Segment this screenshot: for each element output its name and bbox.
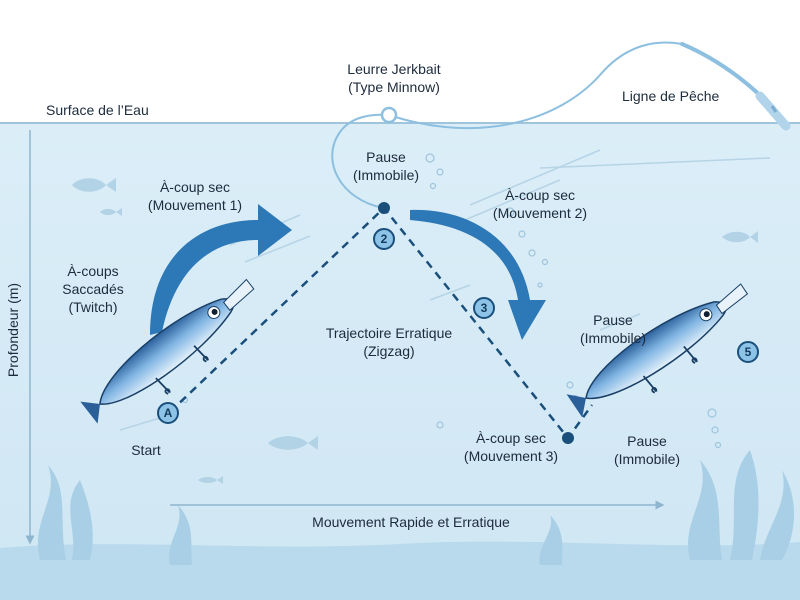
pause-low-label: Pause (Immobile): [614, 432, 680, 468]
jerkbait-lure-right: [566, 283, 749, 418]
jerk-1-line-1: À-coup sec: [159, 179, 231, 195]
jerk-arrow-2: [410, 209, 546, 340]
lure-type-label: Leurre Jerkbait (Type Minnow): [347, 60, 440, 96]
pause-right-label: Pause (Immobile): [580, 311, 646, 347]
jerk-3-line-1: À-coup sec: [475, 430, 547, 446]
jerk-3-line-2: (Mouvement 3): [463, 448, 559, 464]
pause-low-line-1: Pause: [627, 433, 667, 449]
jerk-1-line-2: (Mouvement 1): [147, 197, 243, 213]
seaweed: [37, 450, 795, 565]
fishing-line-label: Ligne de Pêche: [622, 88, 720, 104]
pause-top-line-2: (Immobile): [352, 167, 420, 183]
jerk-arrow-1: [150, 204, 292, 335]
trajectory-line-2: (Zigzag): [363, 343, 415, 359]
pause-top-line-1: Pause: [366, 149, 406, 165]
lure-type-line-2: (Type Minnow): [348, 79, 440, 95]
fishing-line: [331, 41, 683, 209]
jerk-2-line-2: (Mouvement 2): [492, 205, 588, 221]
depth-axis-label: Profondeur (m): [5, 282, 21, 378]
jerkbait-lure-left: [80, 278, 255, 424]
water-surface-label: Surface de l’Eau: [46, 102, 149, 118]
jerk-2-line-1: À-coup sec: [504, 187, 576, 203]
trajectory-label: Trajectoire Erratique (Zigzag): [326, 324, 452, 360]
marker-5: 5: [737, 341, 759, 363]
marker-3: 3: [473, 297, 495, 319]
pause-right-line-1: Pause: [593, 312, 633, 328]
twitch-line-2: Saccadés: [62, 281, 124, 297]
lure-type-line-1: Leurre Jerkbait: [347, 61, 441, 77]
pause-top-label: Pause (Immobile): [353, 148, 419, 184]
jerk-1-label: À-coup sec (Mouvement 1): [148, 178, 242, 214]
twitch-line-1: À-coups: [67, 263, 119, 279]
start-label: Start: [131, 442, 161, 458]
trajectory-low-point: [562, 432, 574, 444]
jerk-3-label: À-coup sec (Mouvement 3): [464, 429, 558, 465]
jerk-2-label: À-coup sec (Mouvement 2): [493, 186, 587, 222]
trajectory-line-1: Trajectoire Erratique: [325, 325, 453, 341]
background-fish: [72, 178, 758, 484]
trajectory-peak-point: [378, 202, 390, 214]
bottom-axis-label: Mouvement Rapide et Erratique: [312, 514, 510, 530]
erratic-trajectory-path: [169, 206, 594, 441]
pause-right-line-2: (Immobile): [579, 330, 647, 346]
marker-a: A: [157, 402, 179, 424]
fishing-rod: [680, 42, 791, 131]
bubbles: [181, 153, 722, 449]
pause-low-line-2: (Immobile): [613, 451, 681, 467]
seabed: [0, 541, 800, 600]
twitch-line-3: (Twitch): [68, 299, 118, 315]
twitch-label: À-coups Saccadés (Twitch): [62, 262, 123, 316]
line-tie-ring: [380, 106, 398, 124]
marker-2: 2: [373, 228, 395, 250]
